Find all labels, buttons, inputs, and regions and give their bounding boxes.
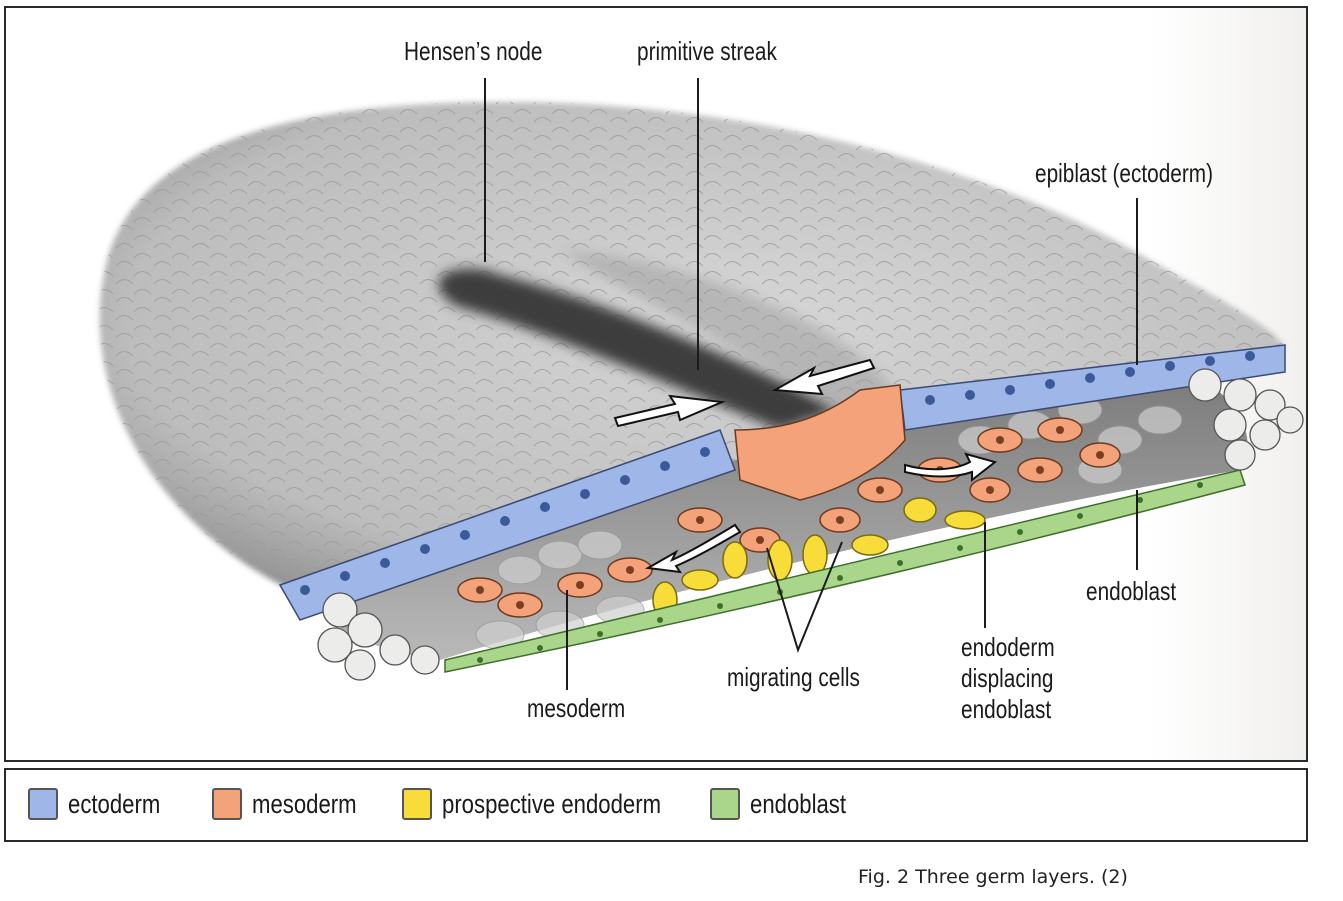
legend-label: ectoderm xyxy=(68,788,161,819)
label-endoblast: endoblast xyxy=(1086,576,1177,606)
embryo-diagram xyxy=(99,78,1304,690)
legend-item-endoblast: endoblast xyxy=(710,788,867,820)
label-migrating-cells: migrating cells xyxy=(727,662,860,692)
legend-item-mesoderm: mesoderm xyxy=(212,788,380,820)
marginal-zone-cells xyxy=(317,368,1304,681)
legend: ectoderm mesoderm prospective endoderm e… xyxy=(4,768,1308,842)
swatch-ectoderm xyxy=(28,788,58,820)
label-epiblast: epiblast (ectoderm) xyxy=(1035,158,1214,188)
swatch-prospective-endoderm xyxy=(402,788,432,820)
legend-item-ectoderm: ectoderm xyxy=(28,788,181,820)
label-endoderm-displacing: endoderm displacing endoblast xyxy=(961,632,1055,725)
swatch-endoblast xyxy=(710,788,740,820)
label-mesoderm: mesoderm xyxy=(527,693,626,723)
hypoblast-cells xyxy=(475,395,1183,650)
figure-caption: Fig. 2 Three germ layers. (2) xyxy=(858,866,1128,888)
swatch-mesoderm xyxy=(212,788,242,820)
endoblast-layer xyxy=(444,469,1246,673)
label-hensens-node: Hensen’s node xyxy=(404,36,543,66)
arrow-right-icon xyxy=(904,452,998,483)
movement-arrows xyxy=(613,358,998,574)
leader-lines xyxy=(484,78,1138,690)
ectoderm-layer xyxy=(278,344,1286,621)
label-line: endoblast xyxy=(961,694,1052,724)
label-primitive-streak: primitive streak xyxy=(637,36,777,66)
label-line: displacing xyxy=(961,663,1054,693)
legend-item-prospective-endoderm: prospective endoderm xyxy=(402,788,709,820)
arrow-left-icon xyxy=(771,358,876,396)
legend-label: prospective endoderm xyxy=(442,788,662,819)
legend-label: endoblast xyxy=(750,788,847,819)
arrow-right-icon xyxy=(613,394,726,428)
mesoderm-ingression xyxy=(457,384,1121,618)
label-line: endoderm xyxy=(961,632,1055,662)
arrow-left-icon xyxy=(644,523,742,574)
legend-label: mesoderm xyxy=(252,788,357,819)
